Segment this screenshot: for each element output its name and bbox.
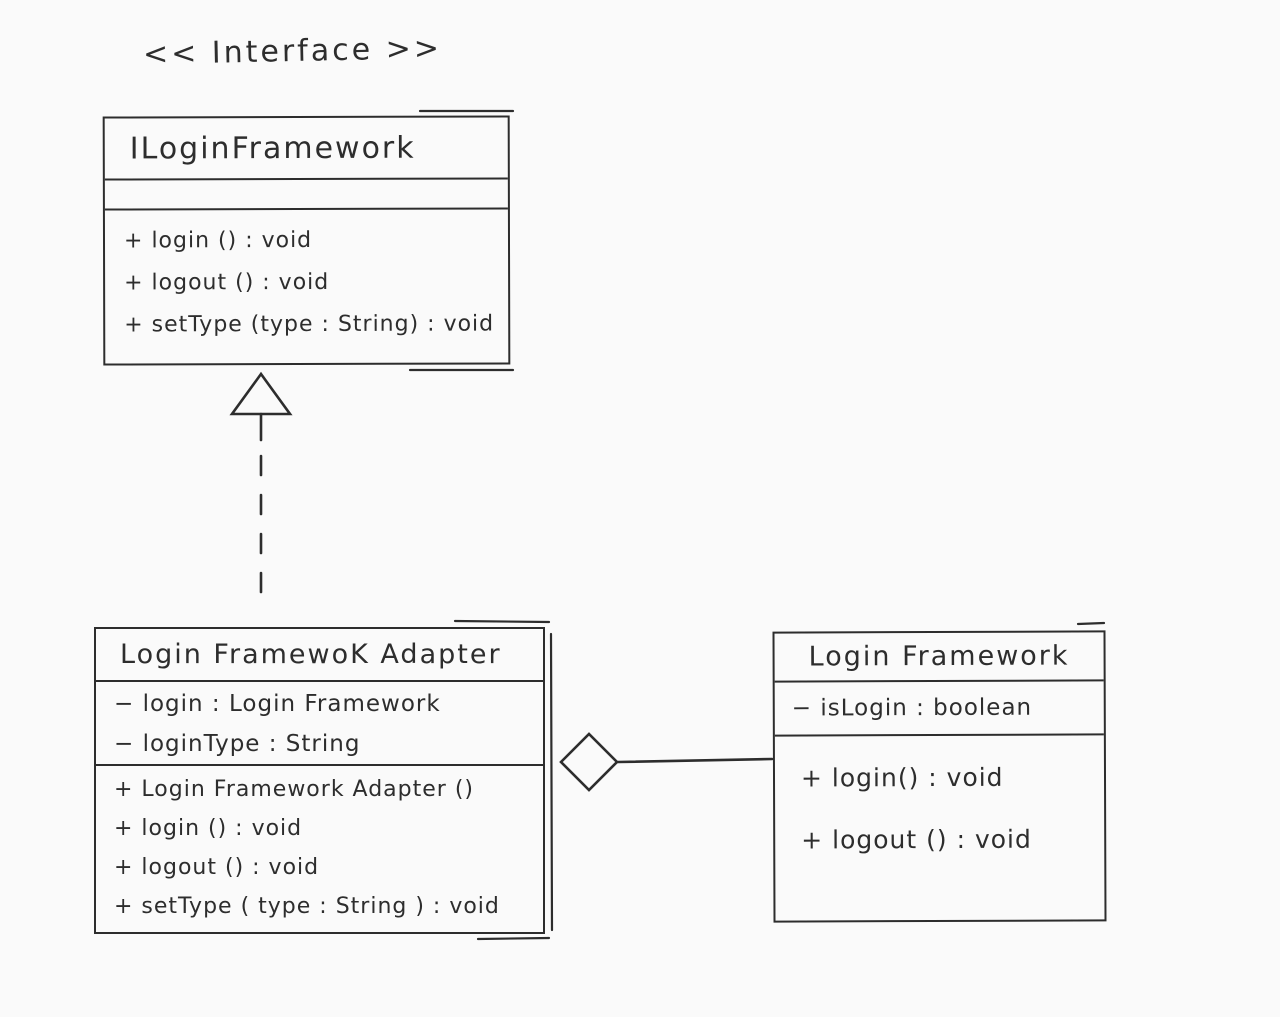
class-member-text: + setType (type : String) : void <box>124 311 495 337</box>
class-member-text: + login () : void <box>114 816 303 841</box>
association-line <box>616 757 774 764</box>
attributes-compartment <box>104 179 508 211</box>
class-member-text: + login () : void <box>123 227 313 253</box>
class-member-text: + login() : void <box>800 762 1004 792</box>
class-member-text: − isLogin : boolean <box>791 694 1033 722</box>
methods-compartment: + Login Framework Adapter () + login () :… <box>96 766 543 926</box>
class-title: Login Framework <box>774 632 1104 683</box>
class-title: Login FramewoK Adapter <box>96 629 543 682</box>
methods-compartment: + login() : void + logout () : void <box>775 735 1104 870</box>
class-member-text: − loginType : String <box>114 731 361 757</box>
interface-stereotype-label: << Interface >> <box>142 30 443 73</box>
attributes-compartment: − isLogin : boolean <box>774 681 1104 737</box>
class-member-text: + Login Framework Adapter () <box>114 777 474 802</box>
class-member-text: + setType ( type : String ) : void <box>114 894 500 919</box>
aggregation-connector[interactable] <box>559 732 774 792</box>
attributes-compartment: − login : Login Framework − loginType : S… <box>96 682 543 766</box>
methods-compartment: + login () : void + logout () : void + set… <box>105 209 508 345</box>
class-member-text: + logout () : void <box>114 855 320 880</box>
class-member-text: − login : Login Framework <box>114 691 441 717</box>
realization-connector[interactable] <box>229 371 293 612</box>
class-box-ilogin-framework[interactable]: ILoginFramework + login () : void + logou… <box>102 115 511 366</box>
class-member-text: + logout () : void <box>124 269 330 295</box>
class-title: ILoginFramework <box>104 117 508 181</box>
class-box-login-framework-adapter[interactable]: Login FramewoK Adapter − login : Login F… <box>94 627 545 934</box>
hollow-diamond <box>559 732 619 792</box>
class-member-text: + logout () : void <box>801 824 1032 854</box>
class-box-login-framework[interactable]: Login Framework − isLogin : boolean + lo… <box>772 630 1107 923</box>
hollow-triangle-arrowhead <box>229 371 293 416</box>
